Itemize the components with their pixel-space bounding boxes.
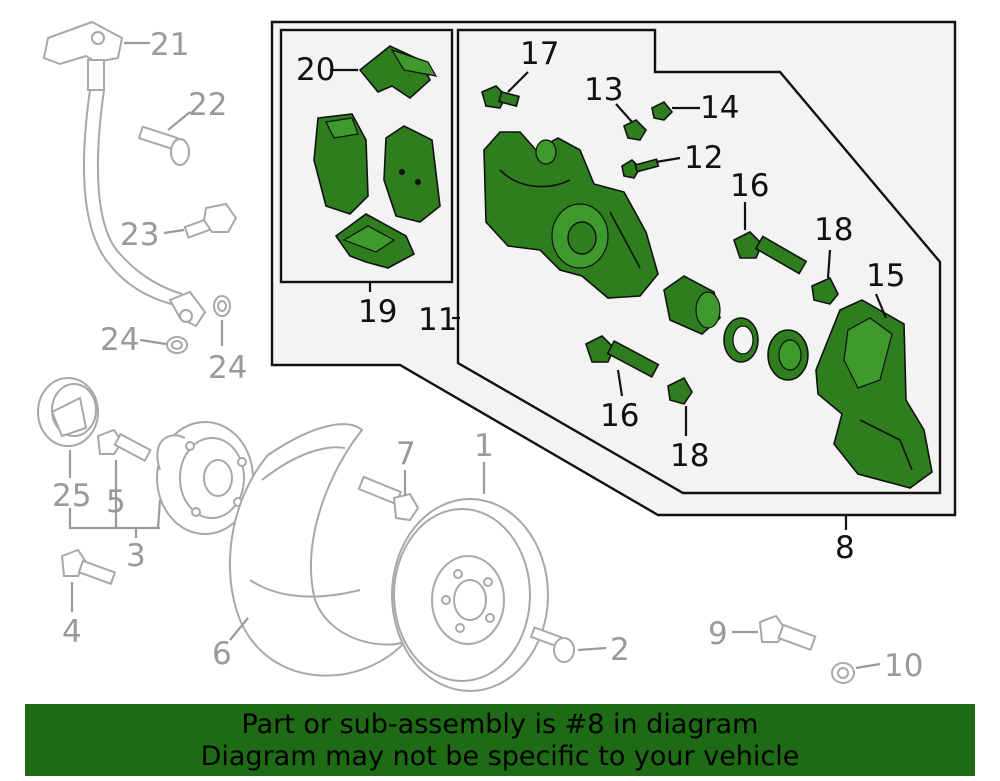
callout-18a: 18 [814, 212, 853, 248]
callout-25: 25 [52, 478, 91, 514]
screw-2 [529, 626, 575, 663]
caliper-bracket-15 [815, 299, 933, 489]
guide-pin-16-lower [585, 335, 660, 378]
info-banner: Part or sub-assembly is #8 in diagram Di… [25, 704, 975, 776]
callout-24b: 24 [208, 350, 247, 386]
guide-pin-16-upper [733, 231, 808, 275]
sensor-ring-25 [37, 377, 99, 447]
callout-24a: 24 [100, 322, 139, 358]
callout-1: 1 [474, 428, 494, 464]
callout-14: 14 [700, 90, 739, 126]
callout-22: 22 [188, 87, 227, 123]
callout-15: 15 [866, 258, 905, 294]
washer-10 [831, 662, 855, 684]
brake-hose-21 [42, 20, 207, 328]
hub-3 [156, 421, 254, 535]
brake-pad-left [313, 113, 369, 215]
pad-clips-20 [358, 45, 438, 100]
callout-16b: 16 [600, 398, 639, 434]
bolt-23 [183, 202, 238, 239]
callout-13: 13 [584, 72, 623, 108]
callout-7: 7 [396, 436, 416, 472]
callout-19: 19 [358, 294, 397, 330]
dust-shield-6 [228, 423, 409, 677]
bolt-22 [137, 125, 190, 166]
leader-lines [68, 41, 888, 670]
bolt-5 [96, 428, 152, 463]
callout-23: 23 [120, 217, 159, 253]
pad-clips-bottom [334, 213, 416, 269]
callout-6: 6 [212, 636, 232, 672]
callout-10: 10 [884, 648, 923, 684]
callout-11: 11 [418, 302, 457, 338]
piston-seal [723, 317, 759, 363]
brake-parts-diagram: 21 22 23 24 24 25 5 3 4 6 7 1 2 9 10 8 2… [37, 20, 957, 692]
brake-disc-1 [391, 498, 549, 692]
callout-2: 2 [610, 632, 630, 668]
pin-boot-18-upper [811, 276, 839, 305]
banner-line-2: Diagram may not be specific to your vehi… [200, 741, 800, 772]
callout-16a: 16 [730, 168, 769, 204]
callout-3: 3 [126, 538, 146, 574]
bolt-9 [758, 614, 817, 652]
callout-17: 17 [520, 36, 559, 72]
bolt-7 [357, 475, 420, 522]
callout-8: 8 [835, 530, 855, 566]
callout-9: 9 [708, 616, 728, 652]
dust-boot [767, 329, 809, 381]
pin-boot-18-lower [667, 376, 693, 405]
bleeder-17 [481, 85, 520, 109]
washer-24 [166, 295, 231, 354]
callout-20: 20 [296, 52, 335, 88]
bolt-4 [60, 548, 117, 586]
callout-4: 4 [62, 614, 82, 650]
callout-12: 12 [684, 140, 723, 176]
brake-pad-right [383, 125, 441, 223]
banner-line-1: Part or sub-assembly is #8 in diagram [241, 709, 759, 740]
fitting-13 [623, 119, 648, 141]
callout-18b: 18 [670, 438, 709, 474]
caliper-11 [483, 131, 659, 299]
callout-21: 21 [150, 27, 189, 63]
callout-5: 5 [106, 484, 126, 520]
fitting-14 [651, 100, 674, 121]
piston [663, 275, 721, 335]
